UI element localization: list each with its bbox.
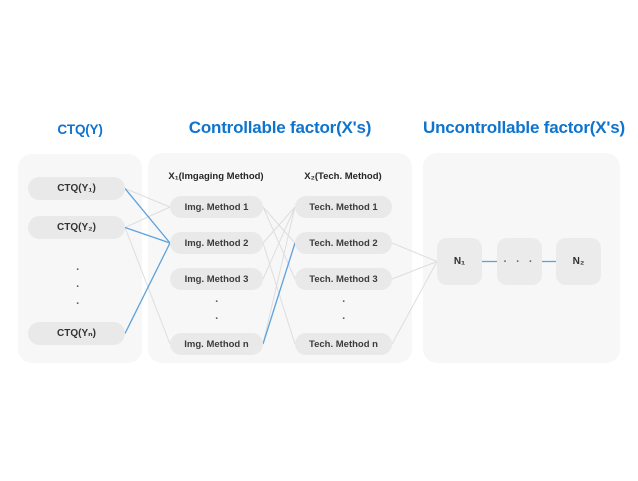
tech-method-n-node: Tech. Method n <box>295 333 392 355</box>
tech-method-1-node: Tech. Method 1 <box>295 196 392 218</box>
noise-ellipsis-node: · · · <box>497 238 542 285</box>
ctq-yn-node: CTQ(Yₙ) <box>28 322 125 345</box>
controllable-factor-panel <box>148 153 412 363</box>
ctq-y1-node: CTQ(Y₁) <box>28 177 125 200</box>
img-method-ellipsis: ··· <box>211 296 223 347</box>
img-method-1-node: Img. Method 1 <box>170 196 263 218</box>
noise-n2-node: N₂ <box>556 238 601 285</box>
img-method-3-node: Img. Method 3 <box>170 268 263 290</box>
ctq-ellipsis: ··· <box>72 264 84 315</box>
ctq-y2-node: CTQ(Y₂) <box>28 216 125 239</box>
img-method-n-node: Img. Method n <box>170 333 263 355</box>
controllable-factor-heading: Controllable factor(X's) <box>188 118 372 137</box>
tech-method-3-node: Tech. Method 3 <box>295 268 392 290</box>
ctq-heading: CTQ(Y) <box>57 122 103 137</box>
uncontrollable-factor-heading: Uncontrollable factor(X's) <box>423 118 625 137</box>
tech-method-ellipsis: ··· <box>338 296 350 347</box>
img-method-2-node: Img. Method 2 <box>170 232 263 254</box>
x1-imaging-method-label: X₁(Imgaging Method) <box>168 171 264 182</box>
noise-n1-node: N₁ <box>437 238 482 285</box>
tech-method-2-node: Tech. Method 2 <box>295 232 392 254</box>
x2-tech-method-label: X₂(Tech. Method) <box>304 171 382 182</box>
